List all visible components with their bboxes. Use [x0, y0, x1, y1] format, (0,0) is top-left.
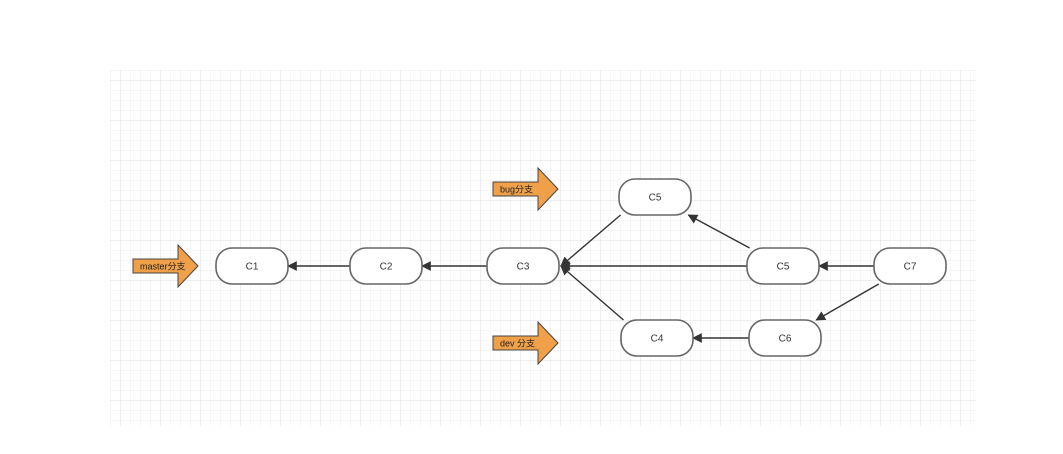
commit-node-c5-top[interactable]: C5 [618, 178, 692, 216]
edge-c7-to-c6 [815, 283, 880, 321]
commit-node-label: C6 [779, 334, 792, 345]
branch-marker-label: dev 分支 [500, 337, 535, 348]
branch-marker-label: bug分支 [500, 183, 533, 194]
branch-arrow-shape [492, 166, 559, 212]
commit-node-shape [873, 247, 947, 285]
branch-marker-bug: bug分支 [492, 166, 559, 212]
commit-node-c3[interactable]: C3 [486, 247, 560, 285]
commit-node-shape [620, 319, 694, 357]
commit-node-shape [486, 247, 560, 285]
branch-marker-master: master分支 [132, 243, 199, 289]
commit-node-label: C2 [380, 262, 393, 273]
edge-c5-top-to-c3 [560, 214, 622, 267]
edges-layer [287, 214, 880, 343]
commit-node-c5-mid[interactable]: C5 [746, 247, 820, 285]
commit-node-shape [748, 319, 822, 357]
commit-node-shape [349, 247, 423, 285]
branch-marker-label: master分支 [140, 260, 186, 271]
commit-node-label: C4 [651, 334, 664, 345]
commit-node-label: C5 [777, 262, 790, 273]
branch-arrow-shape [492, 320, 559, 366]
commit-node-label: C3 [517, 262, 530, 273]
edge-c4-to-c3 [560, 265, 624, 321]
commit-node-shape [215, 247, 289, 285]
commit-node-c7[interactable]: C7 [873, 247, 947, 285]
branch-arrow-shape [132, 243, 199, 289]
commit-node-label: C1 [246, 262, 259, 273]
commit-node-c1[interactable]: C1 [215, 247, 289, 285]
commit-node-shape [746, 247, 820, 285]
edge-c5-mid-to-c5-top [687, 214, 750, 249]
commit-node-label: C7 [904, 262, 917, 273]
commit-node-c2[interactable]: C2 [349, 247, 423, 285]
branch-marker-dev: dev 分支 [492, 320, 559, 366]
commit-node-label: C5 [649, 193, 662, 204]
branch-markers-layer: master分支 bug分支 dev 分支 [132, 166, 559, 366]
commit-node-shape [618, 178, 692, 216]
commit-node-c4[interactable]: C4 [620, 319, 694, 357]
commit-node-c6[interactable]: C6 [748, 319, 822, 357]
